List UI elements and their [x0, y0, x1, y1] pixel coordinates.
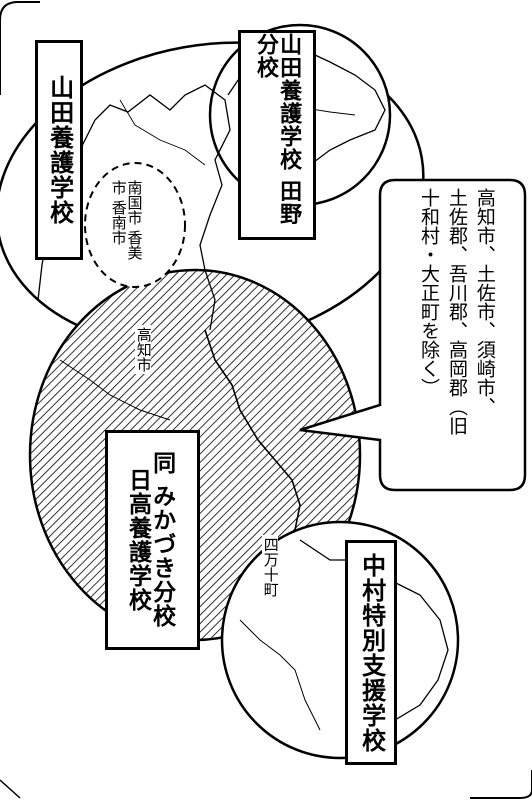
nakamura-school-label: 中村特別支援学校: [345, 540, 397, 765]
hidaka-school-label: 日高養護学校 同 みかづき分校: [105, 430, 200, 650]
nakamura-school-text: 中村特別支援学校: [357, 552, 386, 753]
yamada-school-text: 山田養護学校: [45, 75, 74, 225]
frame-top-left: [0, 1, 40, 95]
nankoku-places: 南国市 香美市 香南市: [109, 180, 144, 260]
callout-text: 高知市、土佐市、須崎市、 土佐郡、吾川郡、高岡郡（旧 十和村・大正町を除く）: [395, 188, 517, 483]
frame-bottom-right: [470, 770, 532, 799]
kochi-city-label: 高知市: [134, 325, 153, 374]
kochi-inner-border: [59, 359, 171, 421]
nankoku-dashed-circle: [84, 162, 186, 288]
callout-line-2: 土佐郡、吾川郡、高岡郡（旧: [445, 188, 468, 435]
nakamura-district-circle: [220, 520, 460, 760]
callout-line-1: 高知市、土佐市、須崎市、: [473, 188, 496, 416]
yamada-school-label: 山田養護学校: [35, 40, 83, 260]
shimanto-label: 四万十町: [261, 535, 280, 599]
frame-bottom-left: [0, 779, 21, 799]
callout-line-3: 十和村・大正町を除く）: [418, 188, 441, 397]
yamada-inner-border: [119, 99, 206, 166]
nakamura-inner-border: [239, 619, 321, 731]
yamada-map-outline: [94, 84, 231, 331]
tano-branch-label: 山田養護学校 田野分校: [238, 30, 316, 240]
hidaka-school-line1: 日高養護学校: [124, 468, 151, 612]
kochi-coastline: [204, 329, 301, 531]
hidaka-school-line2: 同 みかづき分校: [148, 451, 175, 629]
callout-bubble: [299, 178, 527, 492]
tano-branch-text: 山田養護学校 田野分校: [253, 33, 302, 226]
